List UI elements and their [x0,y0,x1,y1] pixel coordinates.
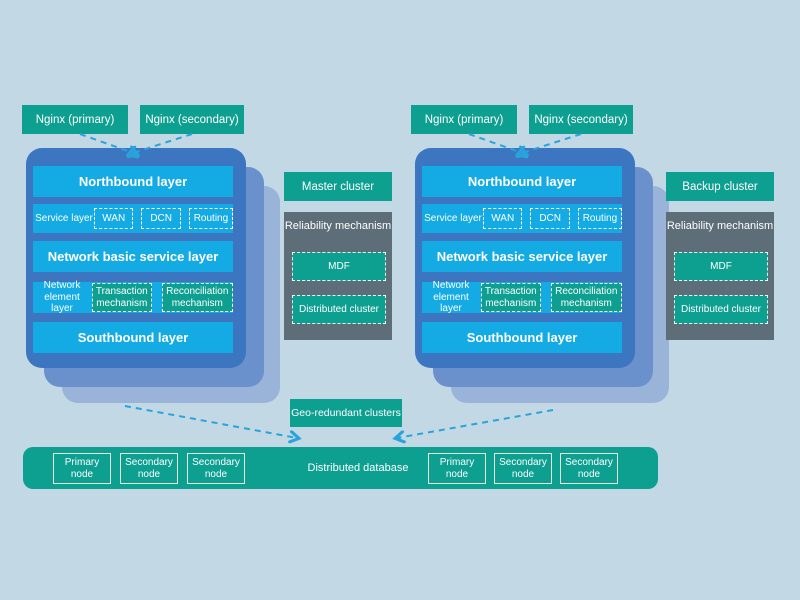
master-cluster-label: Master cluster [284,172,392,201]
reliability-mechanism-title: Reliability mechanism [284,220,392,232]
service-layer-label: Service layer [35,212,93,224]
southbound-layer-bar: Southbound layer [33,322,233,353]
network-element-layer-bar: Network element layer Transaction mechan… [33,280,233,315]
distributed-cluster-box: Distributed cluster [292,295,386,324]
nginx-secondary-label: Nginx (secondary) [529,105,633,134]
northbound-layer-bar: Northbound layer [33,166,233,197]
network-element-layer-bar: Network element layer Transaction mechan… [422,280,622,315]
service-layer-bar: Service layer WAN DCN Routing [422,204,622,233]
reliability-mechanism-title: Reliability mechanism [666,220,774,232]
reconciliation-mechanism-box: Reconciliation mechanism [550,283,622,312]
secondary-node-box: Secondary node [494,453,552,484]
secondary-node-box: Secondary node [187,453,245,484]
reconciliation-mechanism-box: Reconciliation mechanism [161,283,233,312]
dcn-box: DCN [530,208,570,229]
backup-reliability-box: Reliability mechanism MDF Distributed cl… [666,212,774,340]
mdf-box: MDF [292,252,386,281]
dcn-box: DCN [141,208,181,229]
transaction-mechanism-box: Transaction mechanism [92,283,152,312]
secondary-node-box: Secondary node [120,453,178,484]
service-layer-label: Service layer [424,212,482,224]
northbound-layer-bar: Northbound layer [422,166,622,197]
routing-box: Routing [188,208,233,229]
nginx-primary-label: Nginx (primary) [411,105,517,134]
primary-node-box: Primary node [428,453,486,484]
network-basic-service-layer-bar: Network basic service layer [33,241,233,272]
wan-box: WAN [94,208,134,229]
backup-cluster-label: Backup cluster [666,172,774,201]
backup-cluster-group: Nginx (primary) Nginx (secondary) Northb… [389,0,689,420]
geo-redundant-clusters-label: Geo-redundant clusters [290,399,402,427]
master-cluster-group: Nginx (primary) Nginx (secondary) Northb… [0,0,300,420]
network-basic-service-layer-bar: Network basic service layer [422,241,622,272]
transaction-mechanism-box: Transaction mechanism [481,283,541,312]
secondary-node-box: Secondary node [560,453,618,484]
nginx-secondary-label: Nginx (secondary) [140,105,244,134]
southbound-layer-bar: Southbound layer [422,322,622,353]
wan-box: WAN [483,208,523,229]
routing-box: Routing [577,208,622,229]
service-layer-bar: Service layer WAN DCN Routing [33,204,233,233]
mdf-box: MDF [674,252,768,281]
nginx-primary-label: Nginx (primary) [22,105,128,134]
network-element-layer-label: Network element layer [432,280,470,315]
distributed-database-bar: Primary node Secondary node Secondary no… [23,447,658,489]
master-reliability-box: Reliability mechanism MDF Distributed cl… [284,212,392,340]
distributed-database-label: Distributed database [307,462,409,474]
network-element-layer-label: Network element layer [43,280,81,315]
distributed-cluster-box: Distributed cluster [674,295,768,324]
primary-node-box: Primary node [53,453,111,484]
